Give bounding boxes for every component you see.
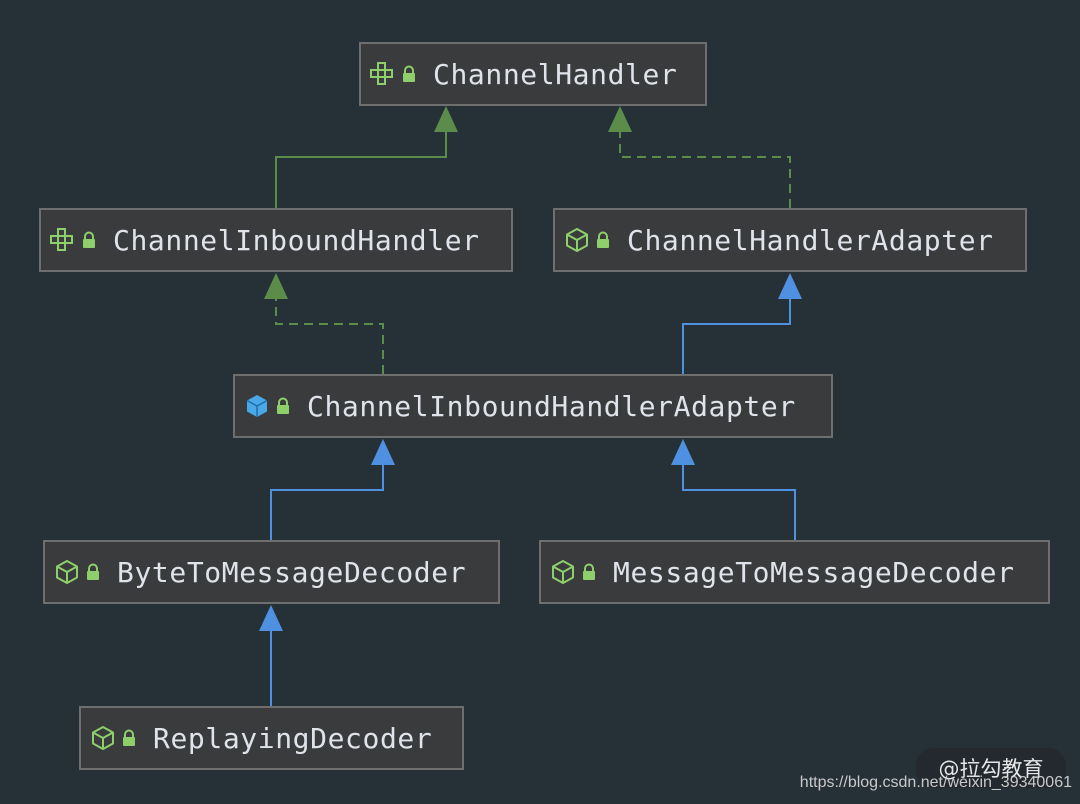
node-label: MessageToMessageDecoder [613,555,1015,589]
lock-icon [273,396,293,416]
lock-icon [399,64,419,84]
abstract-class-icon [53,558,81,586]
node-message-to-message-decoder[interactable]: MessageToMessageDecoder [539,540,1050,604]
node-label: ChannelInboundHandlerAdapter [307,389,796,423]
abstract-class-icon [563,226,591,254]
node-replaying-decoder[interactable]: ReplayingDecoder [79,706,464,770]
watermark-url: https://blog.csdn.net/weixin_39340061 [799,774,1072,791]
node-label: ByteToMessageDecoder [117,555,467,589]
edge-handler-adapter-to-handler [608,106,791,208]
edge-inbound-adapter-to-inbound-handler [264,273,384,374]
node-byte-to-message-decoder[interactable]: ByteToMessageDecoder [43,540,500,604]
abstract-class-icon [89,724,117,752]
lock-icon [579,562,599,582]
watermark-brand: @拉勾教育 [916,748,1066,788]
node-channel-inbound-handler-adapter[interactable]: ChannelInboundHandlerAdapter [233,374,833,438]
edge-inbound-handler-to-handler [275,106,458,208]
lock-icon [83,562,103,582]
node-label: ChannelHandlerAdapter [627,223,994,257]
node-label: ChannelHandler [433,57,678,91]
edge-message-decoder-to-inbound-adapter [671,439,796,540]
edge-inbound-adapter-to-handler-adapter [682,273,802,374]
lock-icon [119,728,139,748]
node-channel-handler[interactable]: ChannelHandler [359,42,707,106]
class-icon [243,392,271,420]
node-channel-handler-adapter[interactable]: ChannelHandlerAdapter [553,208,1027,272]
lock-icon [593,230,613,250]
edge-byte-decoder-to-inbound-adapter [270,439,395,540]
lock-icon [79,230,99,250]
edge-replaying-decoder-to-byte-decoder [259,605,283,706]
node-channel-inbound-handler[interactable]: ChannelInboundHandler [39,208,513,272]
node-label: ReplayingDecoder [153,721,433,755]
interface-icon [49,226,77,254]
interface-icon [369,60,397,88]
node-label: ChannelInboundHandler [113,223,480,257]
abstract-class-icon [549,558,577,586]
